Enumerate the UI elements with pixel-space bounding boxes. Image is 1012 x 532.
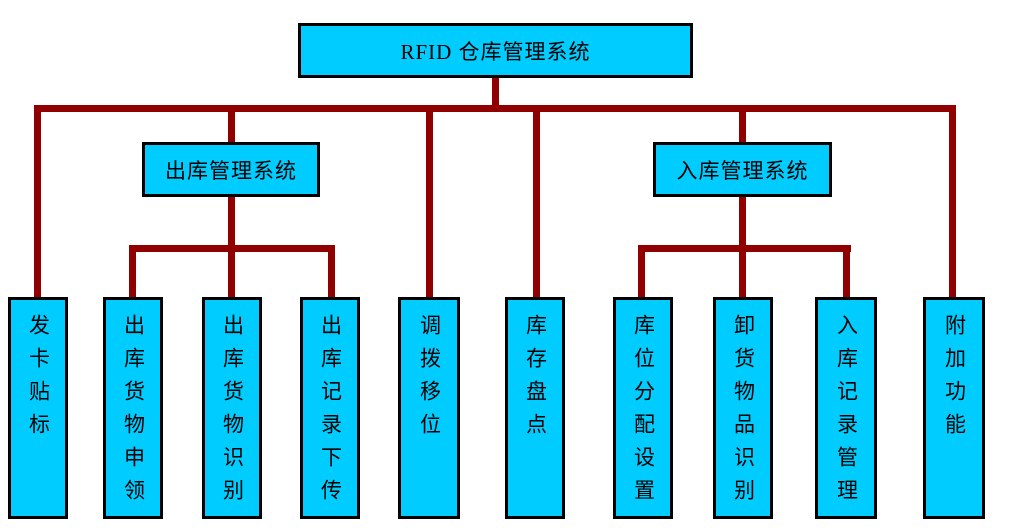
connector-drop-goods-request [129, 245, 136, 299]
node-outbound-goods-request: 出库货物申领 [103, 297, 163, 519]
connector-drop-transfer [426, 105, 433, 298]
leaf-label: 调拨移位 [417, 314, 442, 446]
connector-drop-outbound-system [228, 105, 235, 145]
node-additional-functions: 附加功能 [923, 297, 985, 519]
connector-drop-inbound-system [739, 105, 746, 145]
connector-drop-unloading-ident [739, 245, 746, 299]
connector-outbound-stem [228, 195, 235, 252]
node-transfer-relocation: 调拨移位 [398, 297, 460, 519]
leaf-label: 发卡贴标 [26, 314, 51, 446]
connector-drop-card-labeling [34, 105, 41, 298]
connector-main-bus [34, 105, 956, 112]
connector-drop-location-alloc [638, 245, 645, 299]
node-location-allocation-setting: 库位分配设置 [613, 297, 673, 519]
node-inbound-label: 入库管理系统 [676, 158, 809, 183]
node-unloading-goods-identification: 卸货物品识别 [713, 297, 773, 519]
leaf-label: 卸货物品识别 [731, 314, 756, 512]
node-card-issuing-labeling: 发卡贴标 [8, 297, 68, 519]
leaf-label: 库位分配设置 [631, 314, 656, 512]
node-inventory-stocktaking: 库存盘点 [505, 297, 565, 519]
connector-root-stem [492, 76, 499, 110]
node-outbound-goods-identification: 出库货物识别 [202, 297, 262, 519]
connector-drop-additional [949, 105, 956, 298]
leaf-label: 附加功能 [942, 314, 967, 446]
connector-drop-inventory [533, 105, 540, 298]
node-outbound-management-system: 出库管理系统 [142, 142, 320, 197]
connector-drop-inbound-record [843, 245, 850, 299]
leaf-label: 库存盘点 [523, 314, 548, 446]
node-inbound-management-system: 入库管理系统 [653, 142, 832, 197]
node-outbound-label: 出库管理系统 [165, 158, 297, 183]
node-inbound-record-management: 入库记录管理 [815, 297, 877, 519]
leaf-label: 出库记录下传 [318, 314, 343, 512]
node-outbound-record-download: 出库记录下传 [300, 297, 360, 519]
leaf-label: 出库货物识别 [220, 314, 245, 512]
leaf-label: 入库记录管理 [834, 314, 859, 512]
connector-drop-goods-ident [228, 245, 235, 299]
node-root-rfid-warehouse-system: RFID 仓库管理系统 [298, 23, 693, 78]
connector-inbound-stem [739, 195, 746, 252]
leaf-label: 出库货物申领 [121, 314, 146, 512]
node-root-label: RFID 仓库管理系统 [400, 39, 591, 64]
connector-drop-record-download [328, 245, 335, 299]
